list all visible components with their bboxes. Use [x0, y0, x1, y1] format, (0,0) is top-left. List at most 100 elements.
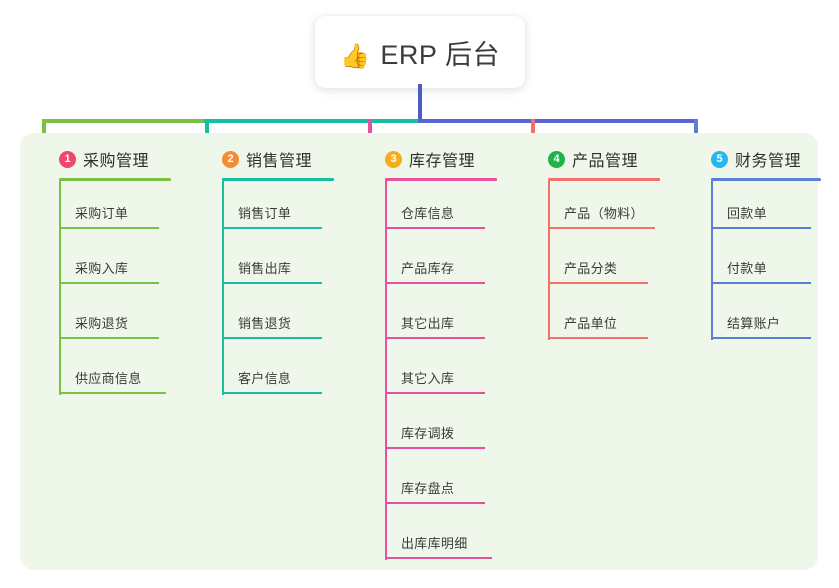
leaf-label: 库存调拨 — [401, 426, 455, 441]
leaf-underline — [385, 502, 485, 504]
leaf-item[interactable]: 销售出库 — [222, 261, 322, 284]
leaf-item[interactable]: 产品库存 — [385, 261, 485, 284]
column-title-4: 产品管理 — [572, 153, 639, 170]
column-header-2[interactable]: 2 销售管理 — [205, 147, 368, 171]
column-spine-2 — [222, 181, 224, 395]
leaf-underline — [59, 282, 159, 284]
column-header-4[interactable]: 4 产品管理 — [531, 147, 694, 171]
column-spine-1 — [59, 181, 61, 395]
leaf-underline — [385, 227, 485, 229]
leaf-label: 仓库信息 — [401, 206, 455, 221]
column-2: 2 销售管理销售订单销售出库销售退货客户信息 — [205, 147, 368, 395]
leaf-item[interactable]: 产品单位 — [548, 316, 648, 339]
column-header-1[interactable]: 1 采购管理 — [42, 147, 205, 171]
leaf-label: 销售订单 — [238, 206, 292, 221]
leaf-label: 结算账户 — [727, 316, 781, 331]
column-underline-5 — [711, 178, 821, 181]
leaf-underline — [222, 392, 322, 394]
leaf-item[interactable]: 产品分类 — [548, 261, 648, 284]
leaf-underline — [385, 337, 485, 339]
leaf-label: 销售退货 — [238, 316, 292, 331]
root-title-card[interactable]: 👍 ERP 后台 — [315, 16, 525, 88]
leaf-underline — [59, 392, 166, 394]
leaf-label: 其它入库 — [401, 371, 455, 386]
column-underline-4 — [548, 178, 660, 181]
root-title-text: ERP 后台 — [380, 39, 500, 70]
leaf-item[interactable]: 客户信息 — [222, 371, 322, 394]
leaf-item[interactable]: 采购入库 — [59, 261, 159, 284]
leaf-label: 采购退货 — [75, 316, 129, 331]
leaf-item[interactable]: 采购退货 — [59, 316, 159, 339]
leaf-item[interactable]: 付款单 — [711, 261, 811, 284]
leaf-label: 库存盘点 — [401, 481, 455, 496]
leaf-label: 产品库存 — [401, 261, 455, 276]
leaf-underline — [711, 282, 811, 284]
leaf-underline — [385, 557, 492, 559]
column-spine-5 — [711, 181, 713, 340]
root-title: 👍 ERP 后台 — [340, 33, 500, 72]
column-title-2: 销售管理 — [246, 153, 313, 170]
leaf-underline — [59, 337, 159, 339]
column-badge-2: 2 — [222, 150, 239, 168]
leaf-underline — [222, 227, 322, 229]
leaf-underline — [59, 227, 159, 229]
leaf-item[interactable]: 结算账户 — [711, 316, 811, 339]
leaf-underline — [548, 227, 655, 229]
leaf-item[interactable]: 其它入库 — [385, 371, 485, 394]
bus-segment-teal — [204, 119, 422, 123]
bus-segment-green — [42, 119, 206, 123]
column-badge-3: 3 — [385, 150, 402, 168]
leaf-label: 产品分类 — [564, 261, 618, 276]
leaf-label: 出库库明细 — [401, 536, 468, 551]
leaf-item[interactable]: 其它出库 — [385, 316, 485, 339]
leaf-label: 产品单位 — [564, 316, 618, 331]
leaf-item[interactable]: 仓库信息 — [385, 206, 485, 229]
column-badge-1: 1 — [59, 150, 76, 168]
leaf-label: 其它出库 — [401, 316, 455, 331]
column-title-1: 采购管理 — [83, 153, 150, 170]
column-title-5: 财务管理 — [735, 153, 802, 170]
leaf-underline — [711, 227, 811, 229]
column-header-5[interactable]: 5 财务管理 — [694, 147, 839, 171]
leaf-label: 产品（物料） — [564, 206, 644, 221]
leaf-item[interactable]: 出库库明细 — [385, 536, 492, 559]
leaf-item[interactable]: 库存调拨 — [385, 426, 485, 449]
leaf-label: 采购入库 — [75, 261, 129, 276]
leaf-underline — [385, 282, 485, 284]
leaf-label: 销售出库 — [238, 261, 292, 276]
leaf-item[interactable]: 回款单 — [711, 206, 811, 229]
column-5: 5 财务管理回款单付款单结算账户 — [694, 147, 839, 340]
bus-segment-blue — [418, 119, 696, 123]
leaf-underline — [385, 392, 485, 394]
leaf-label: 付款单 — [727, 261, 767, 276]
leaf-label: 客户信息 — [238, 371, 292, 386]
leaf-underline — [548, 337, 648, 339]
diagram-panel — [20, 133, 818, 570]
leaf-item[interactable]: 销售退货 — [222, 316, 322, 339]
leaf-underline — [548, 282, 648, 284]
leaf-item[interactable]: 销售订单 — [222, 206, 322, 229]
leaf-item[interactable]: 采购订单 — [59, 206, 159, 229]
leaf-underline — [222, 282, 322, 284]
leaf-label: 回款单 — [727, 206, 767, 221]
leaf-label: 采购订单 — [75, 206, 129, 221]
column-spine-4 — [548, 181, 550, 340]
column-badge-5: 5 — [711, 150, 728, 168]
leaf-underline — [222, 337, 322, 339]
column-spine-3 — [385, 181, 387, 560]
column-underline-1 — [59, 178, 171, 181]
column-underline-2 — [222, 178, 334, 181]
column-4: 4 产品管理产品（物料） 产品分类产品单位 — [531, 147, 694, 340]
leaf-underline — [385, 447, 485, 449]
thumbs-up-icon: 👍 — [340, 42, 371, 70]
leaf-underline — [711, 337, 811, 339]
leaf-item[interactable]: 库存盘点 — [385, 481, 485, 504]
root-trunk-connector — [418, 84, 422, 123]
column-badge-4: 4 — [548, 150, 565, 168]
leaf-item[interactable]: 供应商信息 — [59, 371, 166, 394]
column-1: 1 采购管理采购订单采购入库采购退货供应商信息 — [42, 147, 205, 395]
leaf-item[interactable]: 产品（物料） — [548, 206, 655, 229]
column-underline-3 — [385, 178, 497, 181]
